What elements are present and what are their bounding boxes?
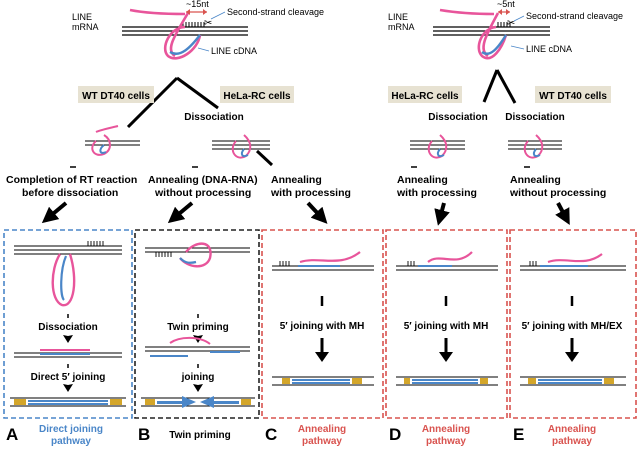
mh-block xyxy=(480,378,488,384)
cdna-label-right: LINE cDNA xyxy=(526,44,572,54)
mh-block xyxy=(404,378,410,384)
branch-b-label: Annealing (DNA-RNA) xyxy=(148,174,258,186)
cell-tag-wt-right: WT DT40 cells xyxy=(535,86,611,103)
top-left-schematic: ✂ ~15nt Second-strand cleavage LINE mRNA… xyxy=(72,0,324,60)
pathway-c-label-2: pathway xyxy=(302,436,342,447)
panel-letter-e: E xyxy=(513,425,524,444)
cleavage-label-right: Second-strand cleavage xyxy=(526,11,623,21)
branch-e-label-2: without processing xyxy=(509,187,606,199)
hatch-region xyxy=(182,22,205,27)
mh-block xyxy=(282,378,290,384)
panel-e-content: 5′ joining with MH/EX xyxy=(520,253,626,386)
cleavage-label: Second-strand cleavage xyxy=(227,7,324,17)
mh-block xyxy=(145,399,155,405)
right-branch-lines xyxy=(482,69,517,104)
mh-block xyxy=(241,399,251,405)
branch-d-label: Annealing xyxy=(397,174,448,186)
svg-text:WT DT40 cells: WT DT40 cells xyxy=(539,91,607,102)
panel-arrows xyxy=(41,201,570,226)
top-right-schematic: ✂ ~5nt Second-strand cleavage LINE mRNA … xyxy=(388,0,623,60)
cdna-label: LINE cDNA xyxy=(211,46,257,56)
twin-arrow-right xyxy=(157,396,196,408)
branch-a-label: Completion of RT reaction xyxy=(6,174,137,186)
dissociation-label-left: Dissociation xyxy=(184,112,243,123)
mrna-label-right: LINE xyxy=(388,12,408,22)
panel-b-step2: joining xyxy=(181,372,215,383)
panel-e-step1: 5′ joining with MH/EX xyxy=(522,321,623,332)
mrna-label-right-2: mRNA xyxy=(388,22,415,32)
panel-letter-c: C xyxy=(265,425,277,444)
intermediate-d xyxy=(410,134,465,159)
panel-a-content: Dissociation Direct 5′ joining xyxy=(10,241,126,407)
mrna-label-2: mRNA xyxy=(72,22,99,32)
mh-block xyxy=(528,378,536,384)
scissors-icon-right: ✂ xyxy=(507,18,515,29)
panel-d-content: 5′ joining with MH xyxy=(396,251,498,386)
panel-c-box xyxy=(261,229,384,419)
panel-b-content: Twin priming joining xyxy=(141,242,255,408)
mh-block xyxy=(604,378,614,384)
intermediate-e xyxy=(508,134,562,159)
gap-label: ~15nt xyxy=(186,0,209,9)
panel-letter-a: A xyxy=(6,425,18,444)
dissociation-label-right-1: Dissociation xyxy=(428,112,487,123)
mh-block xyxy=(14,399,26,405)
branch-c-label: Annealing xyxy=(271,174,322,186)
svg-text:HeLa-RC cells: HeLa-RC cells xyxy=(223,91,291,102)
cell-tag-hela-right: HeLa-RC cells xyxy=(388,86,462,103)
panel-b-box xyxy=(134,229,260,419)
branch-c-label-2: with processing xyxy=(270,187,351,199)
pathway-d-label: Annealing xyxy=(422,424,470,435)
panel-d-step1: 5′ joining with MH xyxy=(404,321,489,332)
panel-a-step2: Direct 5′ joining xyxy=(31,372,106,383)
dissociation-label-right-2: Dissociation xyxy=(505,112,564,123)
branch-e-label: Annealing xyxy=(510,174,561,186)
mh-block xyxy=(352,378,362,384)
mh-block xyxy=(110,399,122,405)
pathway-d-label-2: pathway xyxy=(426,436,466,447)
panel-letter-b: B xyxy=(138,425,150,444)
pathway-e-label: Annealing xyxy=(548,424,596,435)
svg-text:HeLa-RC cells: HeLa-RC cells xyxy=(391,91,459,102)
panel-a-box xyxy=(3,229,133,419)
cell-tag-wt-left: WT DT40 cells xyxy=(78,86,154,103)
cell-tag-hela-left: HeLa-RC cells xyxy=(220,86,294,103)
panel-a-step1: Dissociation xyxy=(38,322,97,333)
gap-label-right: ~5nt xyxy=(497,0,515,9)
pathway-a-label: Direct joining xyxy=(39,424,103,435)
pathway-c-label: Annealing xyxy=(298,424,346,435)
panel-e-box xyxy=(509,229,637,419)
panel-c-step1: 5′ joining with MH xyxy=(280,321,365,332)
svg-text:WT DT40 cells: WT DT40 cells xyxy=(82,91,150,102)
mrna-label: LINE xyxy=(72,12,92,22)
branch-a-label-2: before dissociation xyxy=(22,187,118,199)
twin-arrow-left xyxy=(200,396,239,408)
pathway-a-label-2: pathway xyxy=(51,436,91,447)
panel-b-step1: Twin priming xyxy=(167,322,228,333)
panel-d-box xyxy=(385,229,508,419)
pathway-e-label-2: pathway xyxy=(552,436,592,447)
branch-b-label-2: without processing xyxy=(154,187,251,199)
scissors-icon: ✂ xyxy=(204,18,212,29)
intermediate-b xyxy=(212,134,270,159)
branch-d-label-2: with processing xyxy=(396,187,477,199)
intermediate-a xyxy=(85,125,140,156)
pathway-b-label: Twin priming xyxy=(169,430,230,441)
panel-letter-d: D xyxy=(389,425,401,444)
panel-c-content: 5′ joining with MH xyxy=(272,251,374,386)
